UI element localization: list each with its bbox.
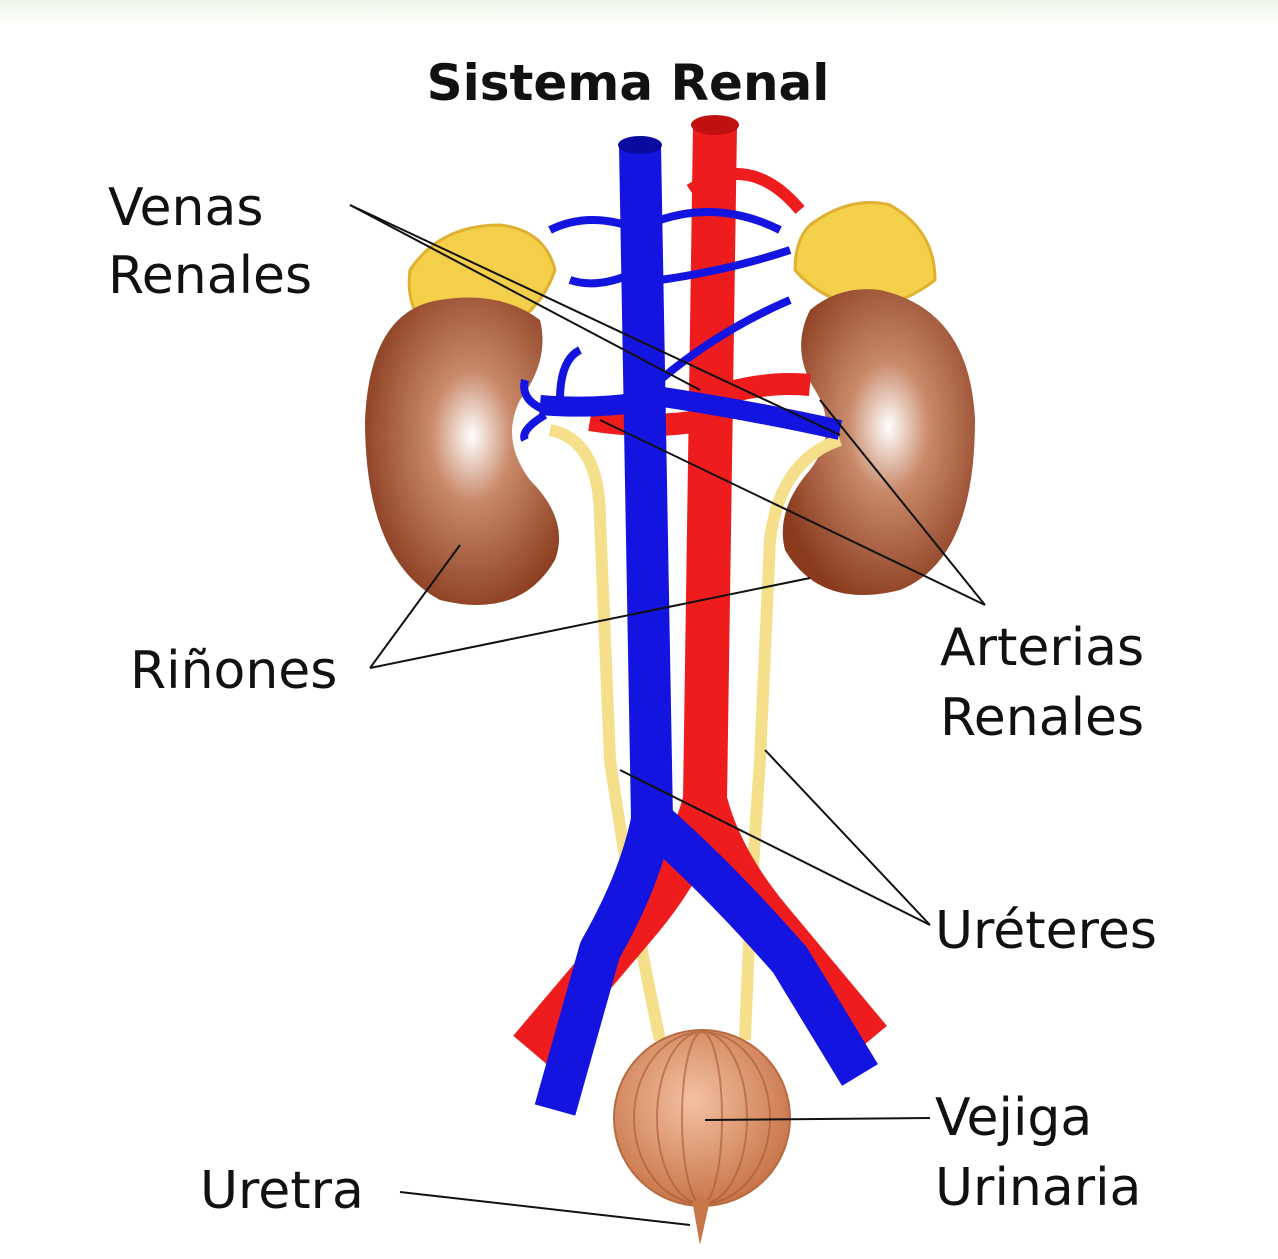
vena-cava <box>534 144 878 1116</box>
top-strip <box>0 0 1278 22</box>
label-ureteres: Uréteres <box>935 901 1157 961</box>
label-venas-renales-1: Venas <box>108 178 263 238</box>
left-ureter <box>548 424 666 1042</box>
label-venas-renales-2: Renales <box>108 246 312 306</box>
right-ureter <box>739 434 843 1041</box>
diagram-title: Sistema Renal <box>427 54 830 112</box>
urethra <box>692 1200 710 1245</box>
bladder <box>613 1029 791 1207</box>
small-veins <box>520 208 792 442</box>
right-kidney <box>782 289 975 595</box>
label-arterias-renales-2: Renales <box>940 688 1144 748</box>
label-vejiga-1: Vejiga <box>935 1088 1092 1148</box>
label-uretra: Uretra <box>200 1161 364 1221</box>
label-vejiga-2: Urinaria <box>935 1158 1141 1218</box>
label-arterias-renales-1: Arterias <box>940 618 1144 678</box>
right-adrenal-gland <box>793 201 937 312</box>
leader-lines <box>349 204 986 1226</box>
left-kidney <box>365 297 560 605</box>
label-rinones: Riñones <box>130 641 337 701</box>
